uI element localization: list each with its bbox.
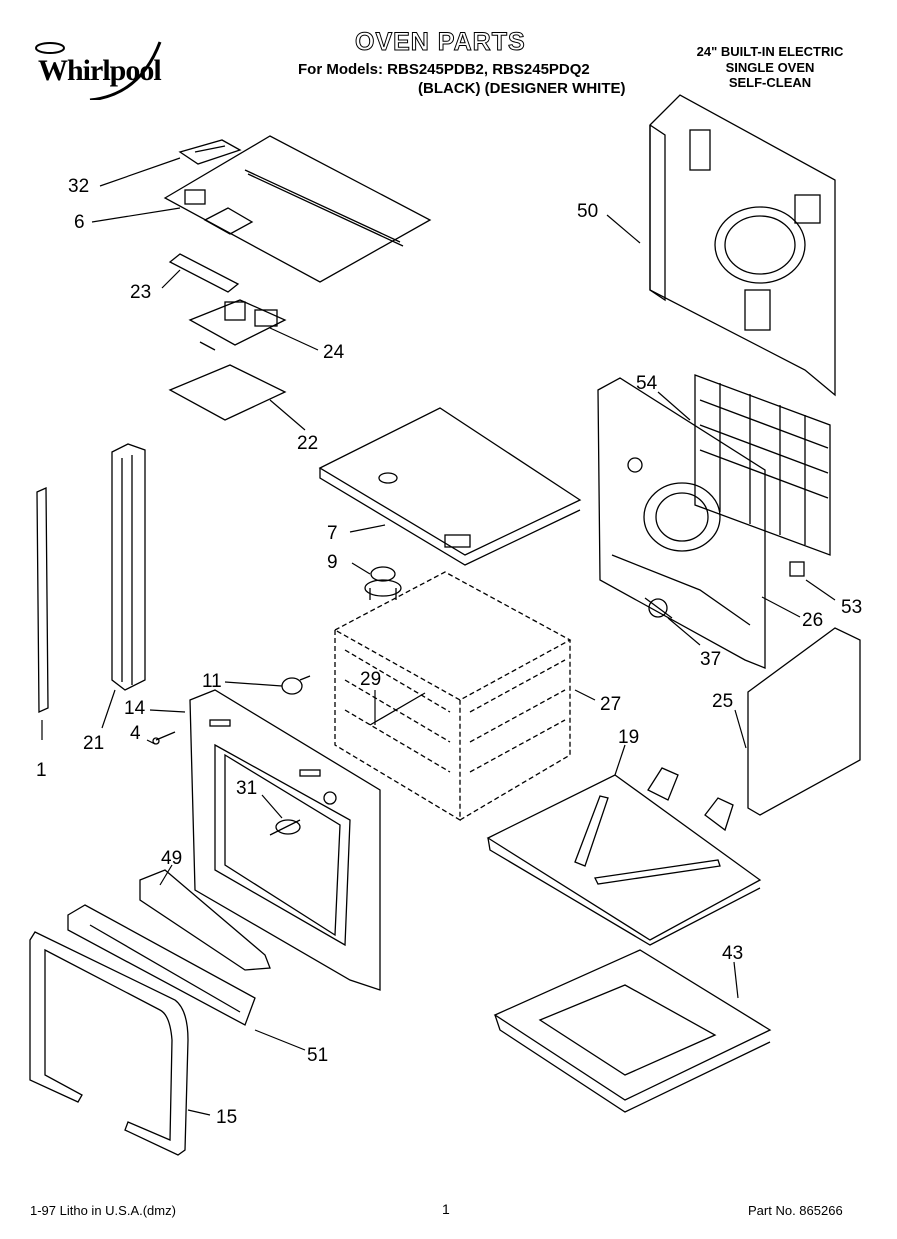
part-4-screw [152, 731, 176, 745]
part-23-bracket [168, 253, 240, 293]
callout-1: 1 [36, 760, 47, 781]
spec-line-1: 24" BUILT-IN ELECTRIC [696, 44, 844, 59]
callout-26: 26 [802, 610, 824, 631]
callout-24: 24 [323, 342, 345, 363]
spec-line-3: SELF-CLEAN [728, 75, 812, 90]
callout-29: 29 [360, 669, 382, 690]
part-51-vent-grille [67, 904, 256, 1026]
callout-43: 43 [722, 943, 744, 964]
brand-name: Whirlpool [38, 54, 162, 87]
callout-54: 54 [636, 373, 658, 394]
part-19-broil-shield [486, 767, 762, 946]
part-49-vent-strip [139, 869, 271, 971]
callout-22: 22 [297, 433, 319, 454]
callout-19: 19 [618, 727, 640, 748]
part-11-light-socket [281, 675, 311, 695]
callout-32: 32 [68, 176, 90, 197]
logo-swoosh [35, 41, 162, 102]
part-21-side-trim [111, 443, 146, 691]
part-7-heat-shield [318, 407, 582, 566]
part-9-knob [364, 566, 402, 600]
part-27-oven-cavity [333, 571, 572, 822]
part-22-pad [168, 364, 287, 421]
callout-21: 21 [83, 733, 105, 754]
callout-15: 15 [216, 1107, 238, 1128]
callout-11: 11 [202, 671, 222, 692]
part-53-clip [789, 561, 805, 577]
callout-37: 37 [700, 649, 722, 670]
part-14-front-frame [189, 689, 381, 991]
models-line: For Models: RBS245PDB2, RBS245PDQ2 [298, 61, 590, 78]
colors-line: (BLACK) (DESIGNER WHITE) [418, 80, 626, 97]
part-25-side-panel [747, 627, 861, 816]
footer-litho: 1-97 Litho in U.S.A.(dmz) [30, 1203, 176, 1218]
callout-14: 14 [124, 698, 146, 719]
callout-9: 9 [327, 552, 338, 573]
part-32-label [178, 139, 242, 165]
callout-31: 31 [236, 778, 258, 799]
part-29-rod [369, 692, 426, 726]
callout-4: 4 [130, 723, 141, 744]
callout-51: 51 [307, 1045, 329, 1066]
page-number: 1 [442, 1201, 450, 1217]
callout-7: 7 [327, 523, 338, 544]
callout-23: 23 [130, 282, 152, 303]
part-1-trim [36, 487, 49, 713]
callout-6: 6 [74, 212, 85, 233]
callout-25: 25 [712, 691, 734, 712]
part-50-rear-panel [649, 94, 836, 397]
leader-lines [41, 157, 836, 1116]
part-31-lamp [269, 819, 301, 836]
part-6-top-panel [163, 135, 432, 283]
part-54-insulation [694, 374, 831, 556]
part-26-back-wall [597, 377, 766, 669]
callout-53: 53 [841, 597, 863, 618]
callout-27: 27 [600, 694, 622, 715]
part-43-bottom-tray [493, 949, 772, 1113]
part-15-gasket [29, 931, 189, 1156]
part-number: Part No. 865266 [748, 1203, 843, 1218]
spec-line-2: SINGLE OVEN [725, 60, 815, 75]
whirlpool-logo: Whirlpool [30, 40, 190, 102]
callout-49: 49 [161, 848, 183, 869]
callout-50: 50 [577, 201, 599, 222]
part-37-fan [644, 597, 673, 619]
part-24-switch-assembly [188, 299, 287, 351]
page-title: OVEN PARTS [355, 28, 526, 57]
